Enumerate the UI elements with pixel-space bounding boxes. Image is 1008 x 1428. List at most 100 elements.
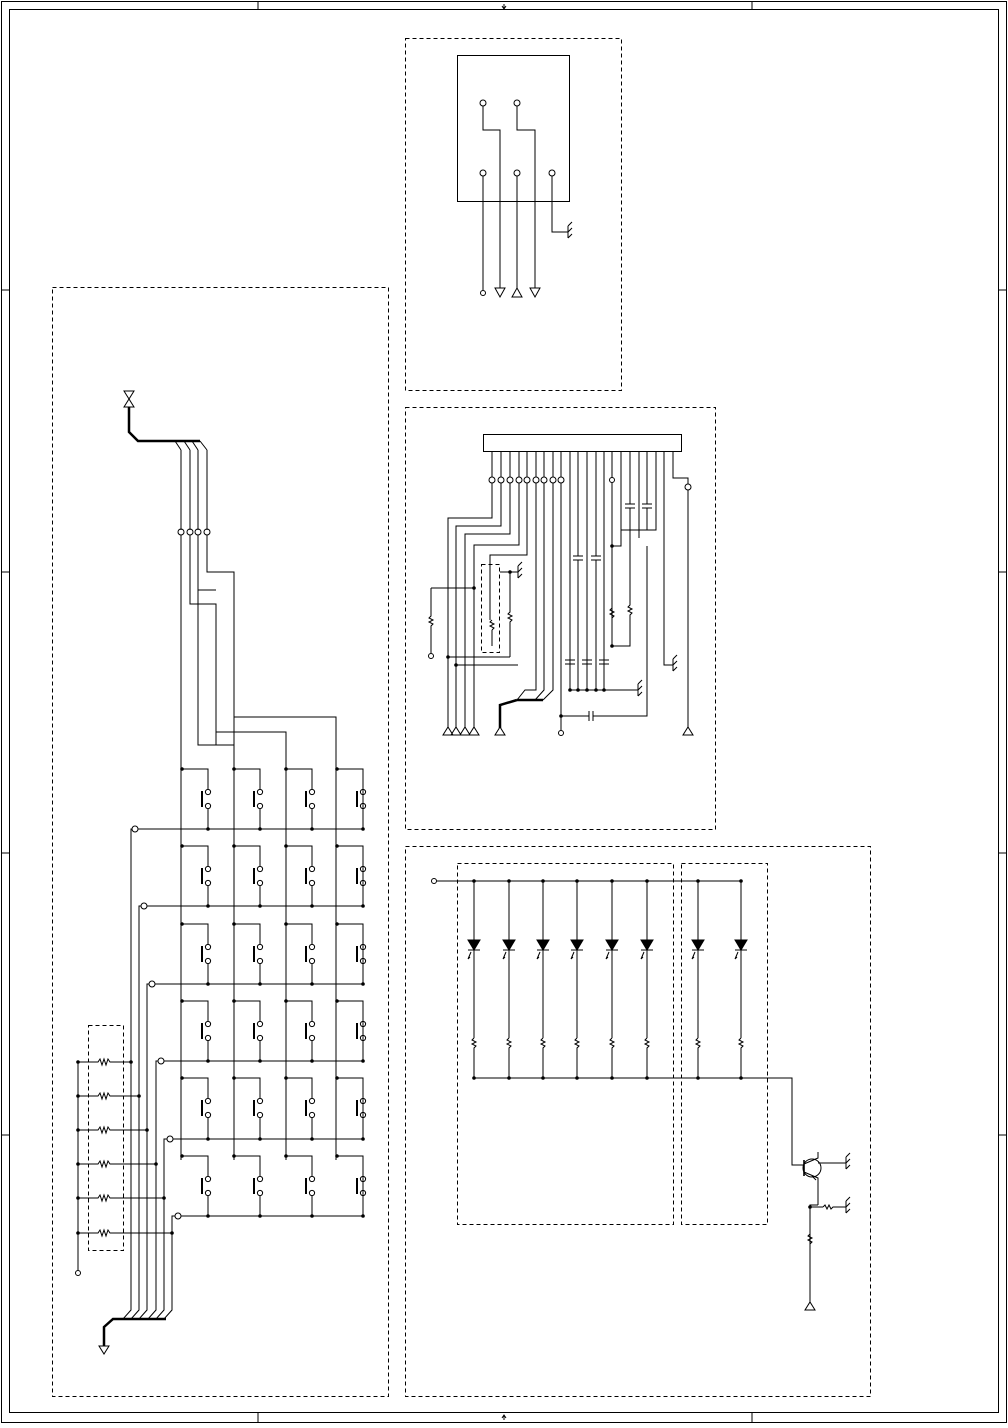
switch-contact: [257, 958, 262, 963]
junction-dot: [284, 1076, 288, 1080]
display-connector-body: [484, 435, 682, 452]
resistor-symbol: [696, 1038, 700, 1078]
led-emission-arrow: [641, 952, 644, 959]
switch-contact: [257, 1035, 262, 1040]
switch-contact: [309, 866, 314, 871]
switch-contact: [309, 880, 314, 885]
junction-dot: [162, 1196, 166, 1200]
resistor-symbol: [541, 1038, 545, 1078]
switch-lead: [234, 846, 260, 866]
switch-contact: [257, 1098, 262, 1103]
led-diode-symbol: [692, 940, 704, 950]
terminal-open: [559, 731, 564, 736]
display-pin: [541, 477, 547, 483]
junction-dot: [232, 1154, 236, 1158]
junction-dot: [284, 767, 288, 771]
switch-lead: [286, 1156, 312, 1176]
switch-contact: [205, 1112, 210, 1117]
led-emission-arrow: [468, 952, 471, 959]
led-diode-symbol: [468, 940, 480, 950]
switch-lead: [234, 1078, 260, 1098]
junction-dot: [170, 1231, 174, 1235]
switch-lead: [286, 846, 312, 866]
led-group-a-outline: [458, 864, 674, 1225]
junction-dot: [129, 1060, 133, 1064]
connector-pin: [514, 100, 520, 106]
display-pin: [498, 477, 504, 483]
display-pin: [550, 477, 556, 483]
resistor-symbol: [645, 1038, 649, 1078]
switch-lead: [234, 1156, 260, 1176]
resistor-symbol: [78, 1093, 139, 1099]
row-connector-pin: [132, 826, 138, 832]
display-pin: [507, 477, 513, 483]
capacitor-symbol: [625, 504, 635, 508]
terminal-open: [76, 1271, 81, 1276]
junction-dot: [137, 1094, 141, 1098]
led-diode-symbol: [735, 940, 747, 950]
junction-dot: [145, 1128, 149, 1132]
led-diode-symbol: [571, 940, 583, 950]
keypad-row-bus: [104, 1319, 166, 1346]
junction-dot: [284, 1154, 288, 1158]
connector-pin: [685, 484, 691, 490]
resistor-symbol: [575, 1038, 579, 1078]
switch-lead: [234, 769, 260, 789]
switch-lead: [286, 924, 312, 944]
switch-contact: [205, 1021, 210, 1026]
switch-contact: [205, 958, 210, 963]
switch-lead: [234, 924, 260, 944]
display-pin: [516, 477, 522, 483]
switch-lead: [337, 924, 363, 944]
switch-contact: [309, 958, 314, 963]
row-wire: [164, 1216, 175, 1319]
display-pin: [558, 477, 564, 483]
connector-pin: [610, 478, 615, 483]
switch-contact: [257, 866, 262, 871]
switch-contact: [309, 803, 314, 808]
display-pin: [524, 477, 530, 483]
row-wire: [131, 906, 141, 1319]
connector-pin: [480, 100, 486, 106]
switch-contact: [205, 803, 210, 808]
arrow-up-terminal: [805, 1302, 815, 1310]
led-diode-symbol: [606, 940, 618, 950]
connector-block-outline: [406, 39, 622, 391]
junction-dot: [180, 767, 184, 771]
capacitor-symbol: [589, 711, 593, 721]
ground-symbol: [568, 222, 572, 238]
row-wire: [123, 829, 132, 1319]
junction-dot: [232, 767, 236, 771]
capacitor-symbol: [573, 556, 583, 560]
ground-symbol: [518, 562, 522, 578]
switch-contact: [257, 1112, 262, 1117]
switch-contact: [309, 1021, 314, 1026]
connector-block: [458, 56, 573, 298]
row-wire: [148, 1061, 158, 1319]
led-emission-arrow: [571, 952, 574, 959]
junction-dot: [335, 1076, 339, 1080]
junction-dot: [335, 922, 339, 926]
row-connector-pin: [158, 1058, 164, 1064]
arrow-down-terminal: [495, 288, 505, 297]
keypad-block-outline: [53, 288, 389, 1397]
transistor-symbol: [803, 1152, 846, 1205]
display-bus: [500, 700, 543, 728]
led-emission-arrow: [735, 952, 738, 959]
row-connector-pin: [167, 1136, 173, 1142]
connector-body: [458, 56, 570, 202]
junction-dot: [335, 999, 339, 1003]
ground-symbol: [638, 680, 642, 696]
display-connector-block: [429, 435, 694, 736]
arrow-terminal-group: [443, 727, 505, 735]
led-emission-arrow: [692, 952, 695, 959]
switch-contact: [309, 789, 314, 794]
junction-dot: [180, 1154, 184, 1158]
row-connector-pin: [175, 1213, 181, 1219]
switch-lead: [182, 924, 208, 944]
led-diode-symbol: [537, 940, 549, 950]
resistor-symbol: [429, 588, 433, 653]
switch-lead: [182, 769, 208, 789]
resistor-symbol: [610, 1038, 614, 1078]
switch-contact: [309, 1098, 314, 1103]
